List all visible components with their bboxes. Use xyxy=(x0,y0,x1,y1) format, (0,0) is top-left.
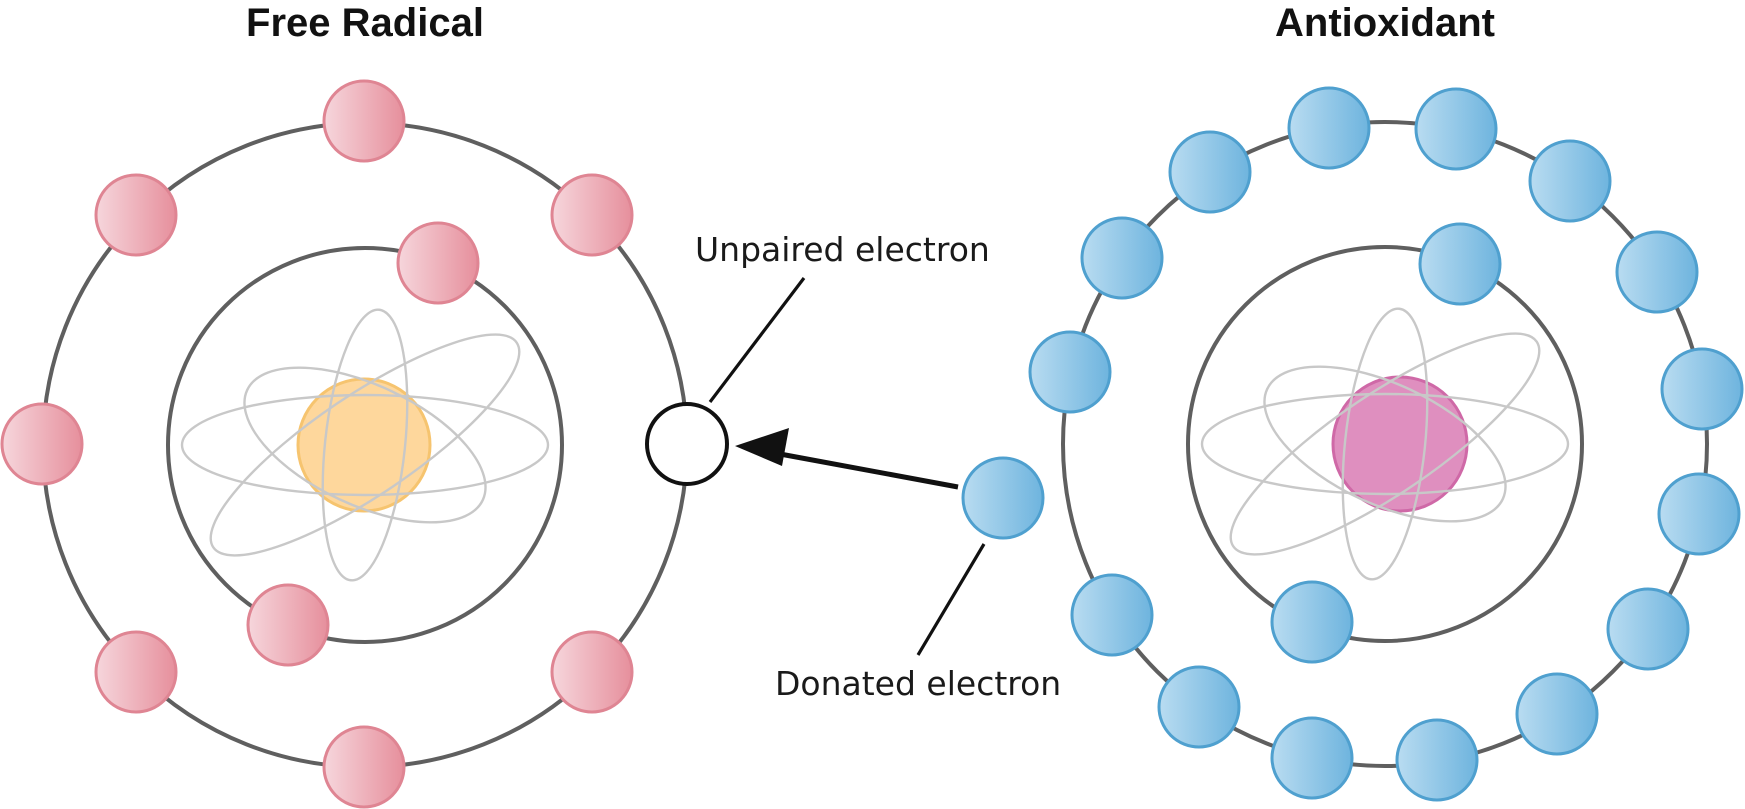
unpaired-electron-label: Unpaired electron xyxy=(695,230,990,269)
antioxidant-outer-electron xyxy=(1157,665,1241,749)
unpaired-electron-slot xyxy=(645,402,729,486)
antioxidant-outer-electron xyxy=(1270,716,1354,800)
free-radical-outer-electron xyxy=(94,173,178,257)
antioxidant-title: Antioxidant xyxy=(1275,1,1495,45)
free-radical-outer-electron xyxy=(0,402,84,486)
antioxidant-outer-electron xyxy=(1414,87,1498,171)
donated-electron-leader-line xyxy=(916,543,986,656)
free-radical-nucleus-core xyxy=(296,377,432,513)
free-radical-atom xyxy=(0,79,729,809)
antioxidant-outer-electron xyxy=(1606,587,1690,671)
antioxidant-inner-electron xyxy=(1270,580,1354,664)
free-radical-inner-shell xyxy=(166,246,564,644)
antioxidant-inner-electron xyxy=(1418,222,1502,306)
antioxidant-nucleus-orbit xyxy=(1341,307,1429,581)
antioxidant-outer-electron xyxy=(1615,230,1699,314)
free-radical-inner-electron xyxy=(396,221,480,305)
antioxidant-nucleus-orbit xyxy=(1263,365,1507,523)
antioxidant-outer-electron xyxy=(1080,216,1164,300)
free-radical-nucleus-orbit xyxy=(321,308,409,582)
free-radical-inner-electron xyxy=(246,583,330,667)
antioxidant-outer-electron xyxy=(1028,330,1112,414)
donation-arrow xyxy=(735,428,959,490)
free-radical-outer-electron xyxy=(550,173,634,257)
donation-arrow-head xyxy=(735,428,789,466)
antioxidant-outer-electron xyxy=(1657,472,1741,556)
antioxidant-atom xyxy=(1028,86,1744,802)
antioxidant-outer-shell xyxy=(1061,120,1709,768)
unpaired-electron-leader-line xyxy=(708,277,806,403)
antioxidant-nucleus xyxy=(1200,307,1570,581)
antioxidant-outer-electron xyxy=(1395,718,1479,802)
free-radical-nucleus-orbit xyxy=(180,393,550,497)
free-radical-outer-electron xyxy=(322,79,406,163)
free-radical-outer-electron xyxy=(322,725,406,809)
antioxidant-nucleus-orbit xyxy=(1229,332,1541,556)
antioxidant-nucleus-orbit xyxy=(1200,392,1570,496)
free-radical-outer-electron xyxy=(94,630,178,714)
antioxidant-outer-electron xyxy=(1660,347,1744,431)
antioxidant-outer-electron xyxy=(1287,86,1371,170)
donated-electron xyxy=(961,456,1045,540)
free-radical-nucleus-orbit xyxy=(209,333,521,557)
free-radical-outer-electron xyxy=(550,630,634,714)
free-radical-title: Free Radical xyxy=(246,1,484,45)
antioxidant-outer-electron xyxy=(1168,130,1252,214)
free-radical-nucleus-orbit xyxy=(243,366,487,524)
antioxidant-inner-shell xyxy=(1186,245,1584,643)
donation-arrow-shaft xyxy=(779,451,959,490)
free-radical-nucleus xyxy=(180,308,550,582)
antioxidant-outer-electron xyxy=(1528,139,1612,223)
donated-electron-label: Donated electron xyxy=(775,664,1061,703)
antioxidant-outer-electron xyxy=(1070,573,1154,657)
antioxidant-outer-electron xyxy=(1515,672,1599,756)
